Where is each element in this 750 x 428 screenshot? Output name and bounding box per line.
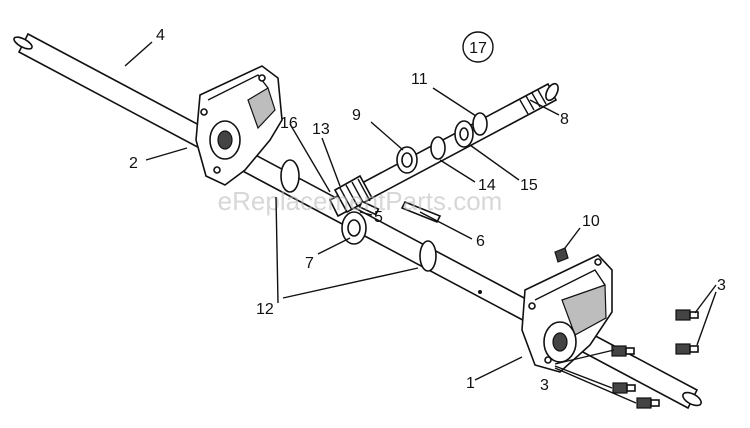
screw: [675, 309, 699, 321]
callout-10: 10: [582, 213, 600, 230]
callout-9: 9: [352, 107, 361, 124]
key-5: [358, 200, 380, 216]
callout-7: 7: [305, 255, 314, 272]
callout-8: 8: [560, 111, 569, 128]
callout-5: 5: [374, 209, 383, 226]
bearing-9: [396, 146, 418, 174]
fitting-10: [554, 247, 569, 263]
callout-2: 2: [129, 155, 138, 172]
callout-11: 11: [411, 71, 428, 88]
callouts: 4 2 16 13 9 11 8 14 15 5 6 7 10 12 3 1 3: [129, 27, 726, 394]
callout-12: 12: [256, 301, 274, 318]
section-number: 17: [469, 40, 487, 57]
screw: [675, 343, 699, 355]
right-gear-housing: [521, 254, 613, 373]
bearing-15: [454, 120, 474, 148]
callout-4: 4: [156, 27, 165, 44]
washer-11: [472, 112, 488, 136]
washer-12a: [280, 159, 300, 193]
collar-7: [341, 211, 367, 245]
callout-6: 6: [476, 233, 485, 250]
section-badge: 17: [462, 31, 494, 63]
callout-14: 14: [478, 177, 496, 194]
callout-1: 1: [466, 375, 475, 392]
washer-12b: [419, 240, 437, 272]
screw: [636, 397, 660, 409]
callout-3-right: 3: [717, 277, 726, 294]
callout-3-bottom: 3: [540, 377, 549, 394]
callout-15: 15: [520, 177, 538, 194]
screw: [611, 345, 635, 357]
spacer-14: [430, 136, 446, 160]
screw: [612, 382, 636, 394]
watermark: eReplacementParts.com: [218, 186, 503, 216]
callout-13: 13: [312, 121, 330, 138]
left-gear-housing: [195, 65, 283, 186]
leader-lines: [124, 41, 717, 404]
callout-16: 16: [280, 115, 298, 132]
